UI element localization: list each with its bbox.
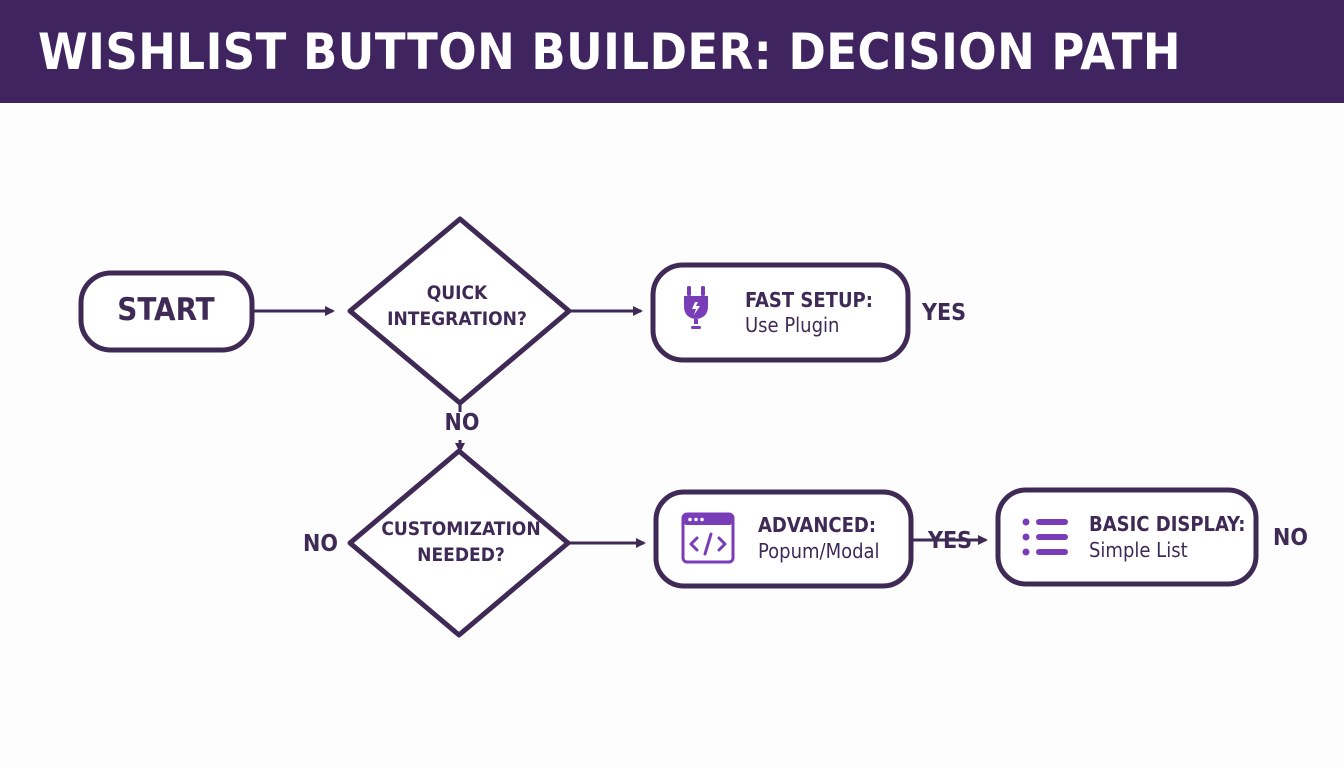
- start-node: [78, 270, 255, 353]
- plug-icon: [684, 286, 708, 329]
- advanced-yes-label: YES: [928, 528, 973, 554]
- customization-label-line2: NEEDED?: [417, 544, 505, 566]
- start-label: START: [117, 292, 215, 328]
- quick-integration-no-label: NO: [444, 410, 480, 436]
- fast-setup-subtitle: Use Plugin: [745, 313, 840, 337]
- customization-needed-decision: [347, 448, 571, 638]
- advanced-title: ADVANCED:: [758, 513, 877, 537]
- title-bar: WISHLIST BUTTON BUILDER: DECISION PATH: [0, 0, 1344, 103]
- fast-setup-title: FAST SETUP:: [745, 288, 873, 312]
- fast-setup-node: [650, 262, 911, 363]
- page-title: WISHLIST BUTTON BUILDER: DECISION PATH: [38, 23, 1182, 81]
- quick-integration-decision: [347, 216, 572, 406]
- customization-label-line1: CUSTOMIZATION: [381, 518, 541, 540]
- advanced-subtitle: Popum/Modal: [758, 539, 880, 563]
- list-icon: [1022, 518, 1068, 556]
- basic-display-title: BASIC DISPLAY:: [1089, 512, 1246, 536]
- quick-integration-label-line1: QUICK: [426, 282, 488, 304]
- basic-display-subtitle: Simple List: [1089, 538, 1188, 562]
- code-window-icon: [681, 512, 735, 564]
- basic-display-node: [995, 487, 1259, 587]
- fast-setup-yes-label: YES: [922, 300, 967, 326]
- customization-no-label: NO: [303, 531, 338, 557]
- basic-display-no-label: NO: [1273, 525, 1308, 551]
- quick-integration-label-line2: INTEGRATION?: [387, 308, 527, 330]
